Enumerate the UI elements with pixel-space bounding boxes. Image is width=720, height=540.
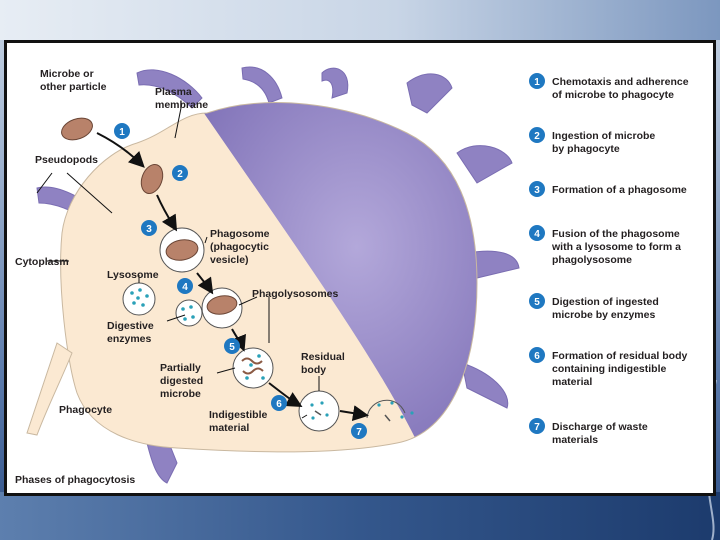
label-phagosome-2: (phagocytic <box>210 241 269 253</box>
diagram-labels: Microbe or other particle Plasma membran… <box>15 68 345 434</box>
svg-text:4: 4 <box>182 282 188 293</box>
label-phagolysosomes: Phagolysosomes <box>252 288 339 300</box>
label-lysosome: Lysosome <box>107 269 159 281</box>
label-digestive-2: enzymes <box>107 333 152 345</box>
svg-text:with a lysosome to form a: with a lysosome to form a <box>551 241 681 253</box>
svg-text:Formation of a phagosome: Formation of a phagosome <box>552 184 687 196</box>
label-partial-1: Partially <box>160 362 201 374</box>
process-arrows <box>96 132 369 422</box>
label-cytoplasm: Cytoplasm <box>15 256 69 268</box>
step-marker-4: 4 <box>177 278 193 294</box>
svg-text:Fusion of the phagosome: Fusion of the phagosome <box>552 228 680 240</box>
svg-text:7: 7 <box>356 427 362 438</box>
svg-text:microbe by enzymes: microbe by enzymes <box>552 309 655 321</box>
digesting-phagolysosome <box>232 347 274 389</box>
label-residual-2: body <box>301 364 326 376</box>
label-phagosome-1: Phagosome <box>210 228 270 240</box>
label-phagocyte: Phagocyte <box>59 404 112 416</box>
label-phagosome-3: vesicle) <box>210 254 249 266</box>
step-marker-7: 7 <box>351 423 367 439</box>
fusing-lysosome <box>175 299 203 327</box>
step-marker-1: 1 <box>114 123 130 139</box>
svg-text:1: 1 <box>119 127 125 138</box>
svg-text:by phagocyte: by phagocyte <box>552 143 620 155</box>
label-digestive-1: Digestive <box>107 320 154 332</box>
legend-item-7: 7 Discharge of waste materials <box>529 418 648 446</box>
svg-text:Chemotaxis and adherence: Chemotaxis and adherence <box>552 76 689 88</box>
step-marker-3: 3 <box>141 220 157 236</box>
legend: 1 Chemotaxis and adherence of microbe to… <box>529 73 689 446</box>
svg-text:material: material <box>552 376 592 388</box>
figure-caption: Phases of phagocytosis <box>15 474 135 486</box>
label-indigestible-1: Indigestible <box>209 409 268 421</box>
phagocyte-cell <box>60 102 477 452</box>
fusing-enzymes <box>181 305 195 321</box>
digested-fragments <box>241 354 265 380</box>
tail-pseudopod <box>26 342 73 436</box>
step-marker-2: 2 <box>172 165 188 181</box>
phagocytosis-diagram: 1 2 3 4 5 6 7 Microbe or other particle … <box>15 66 689 486</box>
svg-text:materials: materials <box>552 434 598 446</box>
ingesting-microbe <box>140 163 164 195</box>
svg-text:3: 3 <box>146 224 152 235</box>
residual-fragments <box>310 401 329 420</box>
label-pseudopods: Pseudopods <box>35 154 98 166</box>
legend-item-5: 5 Digestion of ingested microbe by enzym… <box>529 293 659 321</box>
label-plasma-1: Plasma <box>155 86 192 98</box>
step-marker-5: 5 <box>224 338 240 354</box>
svg-text:2: 2 <box>177 169 183 180</box>
slide-bottom-band <box>0 492 720 540</box>
label-partial-3: microbe <box>160 388 201 400</box>
legend-item-1: 1 Chemotaxis and adherence of microbe to… <box>529 73 689 101</box>
step-marker-6: 6 <box>271 395 287 411</box>
label-indigestible-2: material <box>209 422 249 434</box>
svg-text:7: 7 <box>534 422 540 433</box>
legend-item-6: 6 Formation of residual body containing … <box>529 347 688 388</box>
legend-item-2: 2 Ingestion of microbe by phagocyte <box>529 127 655 155</box>
svg-text:of microbe to phagocyte: of microbe to phagocyte <box>552 89 674 101</box>
svg-text:1: 1 <box>534 77 540 88</box>
svg-text:containing indigestible: containing indigestible <box>552 363 666 375</box>
svg-text:4: 4 <box>534 229 540 240</box>
pseudopod-projections <box>36 66 520 484</box>
svg-text:Formation of residual body: Formation of residual body <box>552 350 688 362</box>
phagolysosome-microbe <box>206 295 238 315</box>
svg-text:Digestion of ingested: Digestion of ingested <box>552 296 659 308</box>
label-plasma-2: membrane <box>155 99 208 111</box>
legend-item-3: 3 Formation of a phagosome <box>529 181 687 197</box>
legend-item-4: 4 Fusion of the phagosome with a lysosom… <box>529 225 681 266</box>
label-microbe-1: Microbe or <box>40 68 94 80</box>
svg-text:6: 6 <box>534 351 540 362</box>
free-microbe <box>61 117 93 141</box>
svg-text:5: 5 <box>534 297 540 308</box>
label-microbe-2: other particle <box>40 81 107 93</box>
svg-text:6: 6 <box>276 399 282 410</box>
phagosome-microbe <box>165 239 199 261</box>
slide-top-band <box>0 0 720 40</box>
svg-text:2: 2 <box>534 131 540 142</box>
svg-text:Discharge of waste: Discharge of waste <box>552 421 648 433</box>
svg-text:5: 5 <box>229 342 235 353</box>
label-partial-2: digested <box>160 375 203 387</box>
residual-body <box>298 390 340 432</box>
label-residual-1: Residual <box>301 351 345 363</box>
svg-text:phagolysosome: phagolysosome <box>552 254 632 266</box>
figure-frame: 1 2 3 4 5 6 7 Microbe or other particle … <box>4 40 716 496</box>
svg-text:Ingestion of microbe: Ingestion of microbe <box>552 130 655 142</box>
lysosome-enzymes <box>130 288 149 307</box>
step-markers: 1 2 3 4 5 6 7 <box>114 123 367 439</box>
leader-lines <box>36 102 320 419</box>
cell-outline <box>60 102 478 453</box>
svg-text:3: 3 <box>534 185 540 196</box>
